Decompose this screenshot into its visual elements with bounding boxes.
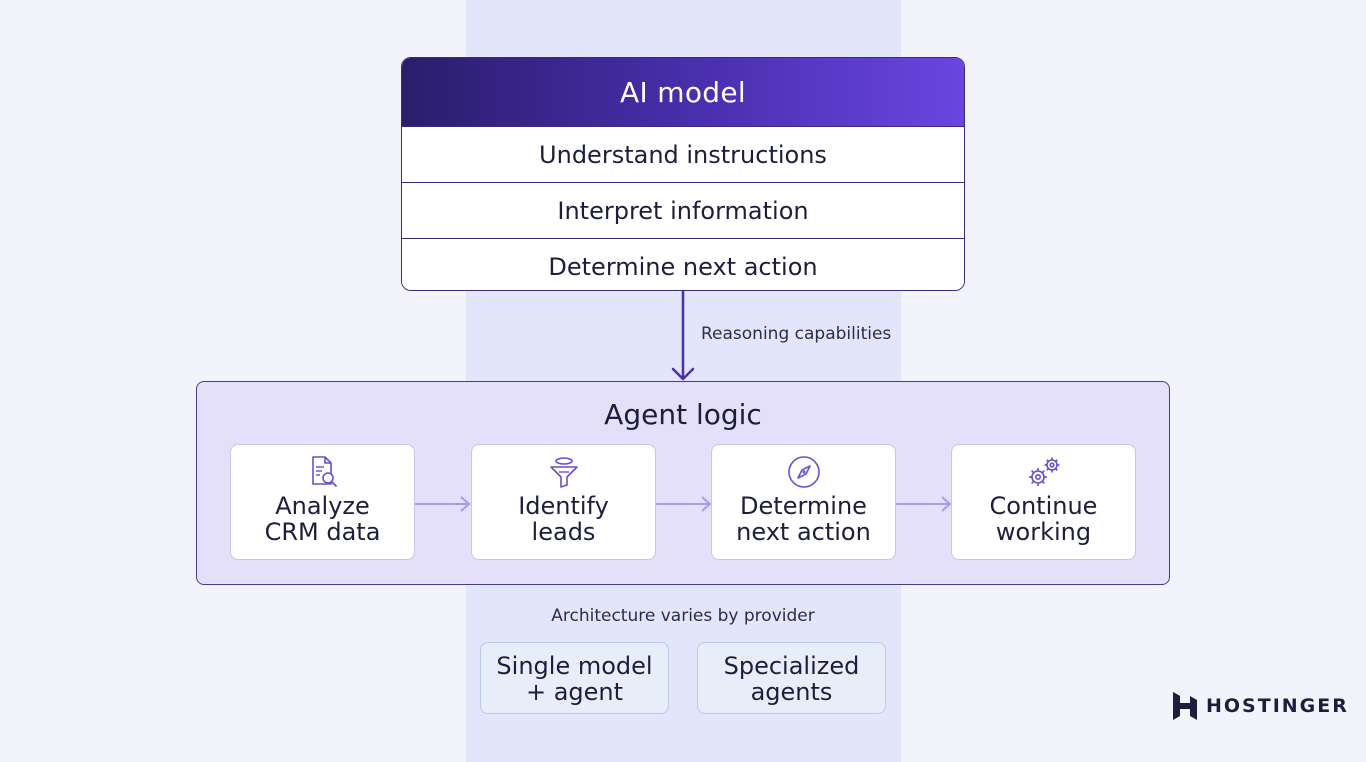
arrow-right-icon bbox=[896, 496, 951, 512]
step-label: Analyze CRM data bbox=[264, 492, 381, 546]
step-label: Determine next action bbox=[736, 492, 871, 546]
ai-model-row-interpret: Interpret information bbox=[402, 182, 964, 238]
gears-icon bbox=[952, 453, 1135, 491]
ai-model-row-determine: Determine next action bbox=[402, 238, 964, 290]
arrow-right-icon bbox=[415, 496, 470, 512]
reasoning-capabilities-label: Reasoning capabilities bbox=[701, 324, 892, 344]
funnel-icon bbox=[472, 453, 655, 491]
hostinger-wordmark: HOSTINGER bbox=[1206, 695, 1349, 717]
option-single-model-agent: Single model + agent bbox=[480, 642, 669, 714]
agent-logic-container: Agent logic Analyze CRM data bbox=[196, 381, 1170, 585]
hostinger-logo: HOSTINGER bbox=[1172, 691, 1349, 721]
step-analyze-crm-data: Analyze CRM data bbox=[230, 444, 415, 560]
step-identify-leads: Identify leads bbox=[471, 444, 656, 560]
ai-model-row-understand: Understand instructions bbox=[402, 126, 964, 182]
ai-model-card: AI model Understand instructions Interpr… bbox=[401, 57, 965, 291]
step-label: Continue working bbox=[989, 492, 1098, 546]
document-search-icon bbox=[231, 453, 414, 491]
step-determine-next-action: Determine next action bbox=[711, 444, 896, 560]
ai-model-title: AI model bbox=[402, 58, 964, 126]
architecture-label: Architecture varies by provider bbox=[551, 606, 815, 626]
agent-logic-title: Agent logic bbox=[604, 398, 762, 431]
hostinger-logo-icon bbox=[1173, 692, 1197, 720]
arrow-right-icon bbox=[656, 496, 711, 512]
step-continue-working: Continue working bbox=[951, 444, 1136, 560]
step-label: Identify leads bbox=[518, 492, 609, 546]
down-arrow-icon bbox=[671, 291, 695, 381]
option-specialized-agents: Specialized agents bbox=[697, 642, 886, 714]
compass-icon bbox=[712, 453, 895, 491]
